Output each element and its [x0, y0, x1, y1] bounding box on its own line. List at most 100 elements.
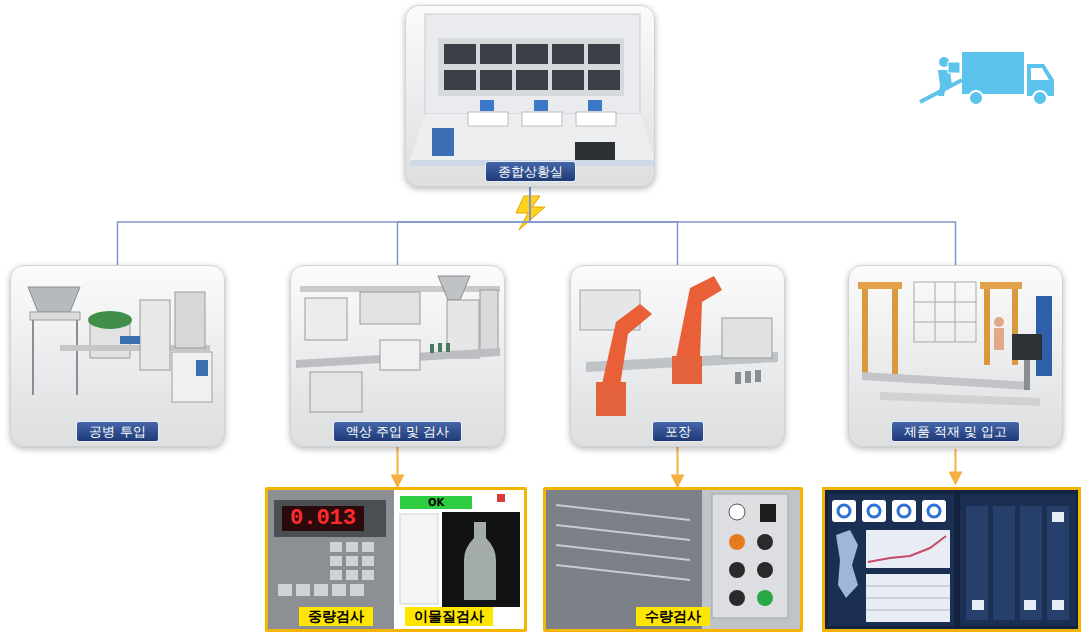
quantity-photo [556, 565, 690, 580]
dashboard-photo [824, 489, 1080, 631]
filling-line-illustration [300, 286, 500, 292]
quantity-photo [757, 562, 773, 578]
truck-icon [1033, 91, 1047, 105]
filling-line-illustration [447, 300, 479, 358]
truck-icon [962, 52, 1024, 94]
scene-ground [570, 265, 785, 447]
dashboard-photo [993, 506, 1015, 620]
quantity-photo [556, 505, 690, 520]
dashboard-photo [1020, 506, 1042, 620]
filling-line-illustration [438, 343, 442, 352]
control-room-illustration [468, 112, 616, 126]
warehouse-illustration [994, 317, 1004, 327]
packing-robot-illustration [745, 371, 751, 383]
control-room-illustration [480, 100, 494, 111]
quantity-photo [729, 562, 745, 578]
scale-reading: 0.013 [282, 506, 364, 531]
filling-line-illustration [296, 276, 500, 412]
filling-line-illustration [480, 290, 498, 350]
control-room-illustration [480, 70, 512, 90]
control-room-illustration [432, 128, 454, 156]
filling-line-illustration [305, 298, 347, 340]
inspection-photo [497, 494, 505, 502]
inspection-photo [278, 542, 374, 596]
dashboard-photo [928, 505, 940, 517]
quantity-photo [757, 590, 773, 606]
truck-icon [1031, 68, 1049, 80]
dashboard-photo [866, 610, 950, 611]
inspection-photo [464, 522, 496, 600]
process-box: 액상 주입 및 검사 [290, 265, 505, 447]
quantity-photo [729, 534, 745, 550]
control-room-illustration [438, 38, 624, 96]
quantity-photo [556, 505, 690, 580]
process-label: 포장 [652, 421, 704, 442]
tree-connector [118, 187, 531, 265]
quantity-photo [729, 504, 745, 520]
inspection-photo [346, 542, 358, 552]
dashboard-photo [966, 506, 1069, 620]
dashboard-photo [972, 512, 1064, 610]
dashboard-photo [866, 574, 950, 622]
dashboard-photo [868, 536, 946, 562]
dashboard-photo [862, 500, 886, 522]
inspection-panel: 수량검사 [543, 487, 803, 632]
inspection-photo [268, 490, 394, 629]
truck-icon [969, 91, 983, 105]
packing-robot-illustration [755, 370, 761, 382]
scene-ground [848, 265, 1063, 447]
control-room-illustration [444, 44, 476, 64]
truck-icon [948, 62, 960, 73]
process-box: 포장 [570, 265, 785, 447]
inspection-photo [282, 506, 364, 531]
packing-robot-illustration [676, 276, 722, 358]
warehouse-illustration [935, 282, 936, 342]
quantity-photo [729, 590, 745, 606]
control-room-illustration [444, 44, 620, 90]
warehouse-illustration [984, 285, 990, 365]
inspection-photo [362, 542, 374, 552]
bottle-feed-illustration [28, 287, 80, 312]
filling-line-illustration [430, 344, 434, 353]
warehouse-illustration [914, 282, 976, 342]
control-room-illustration [552, 70, 584, 90]
dashboard-photo [892, 500, 916, 522]
control-room-illustration [480, 44, 512, 64]
bottle-feed-illustration [88, 311, 132, 329]
inspection-label: 수량검사 [636, 607, 710, 626]
warehouse-illustration [1024, 360, 1030, 390]
filling-line-illustration [438, 276, 470, 300]
warehouse-illustration [892, 285, 898, 375]
control-room-illustration [575, 142, 615, 160]
dashboard-photo [868, 505, 880, 517]
inspection-photo [396, 490, 524, 629]
process-label: 제품 적재 및 입고 [891, 421, 1020, 442]
warehouse-illustration [880, 392, 1040, 406]
warehouse-illustration [914, 282, 976, 342]
packing-robot-illustration [735, 372, 741, 384]
truck-icon [938, 70, 952, 96]
bottle-feed-illustration [172, 352, 212, 402]
quantity-photo [760, 504, 776, 522]
process-box: 공병 투입 [10, 265, 225, 447]
quantity-photo [556, 545, 690, 560]
dashboard-photo [866, 530, 950, 568]
dashboard-photo [866, 598, 950, 599]
filling-line-illustration [430, 343, 450, 353]
inspection-photo [330, 556, 342, 566]
packing-robot-illustration [580, 276, 778, 416]
inspection-photo [274, 500, 386, 537]
control-room-box: 종합상황실 [405, 5, 655, 187]
quantity-photo [546, 490, 800, 629]
dashboard-photo [1047, 506, 1069, 620]
control-room-illustration [588, 100, 602, 111]
tree-connector [398, 187, 531, 265]
control-room-illustration [552, 44, 584, 64]
inspection-photo [362, 556, 374, 566]
dashboard-photo [1052, 600, 1064, 610]
tree-connector [530, 187, 956, 265]
control-room-illustration [516, 70, 548, 90]
inspection-photo [346, 556, 358, 566]
dashboard-photo [922, 500, 946, 522]
